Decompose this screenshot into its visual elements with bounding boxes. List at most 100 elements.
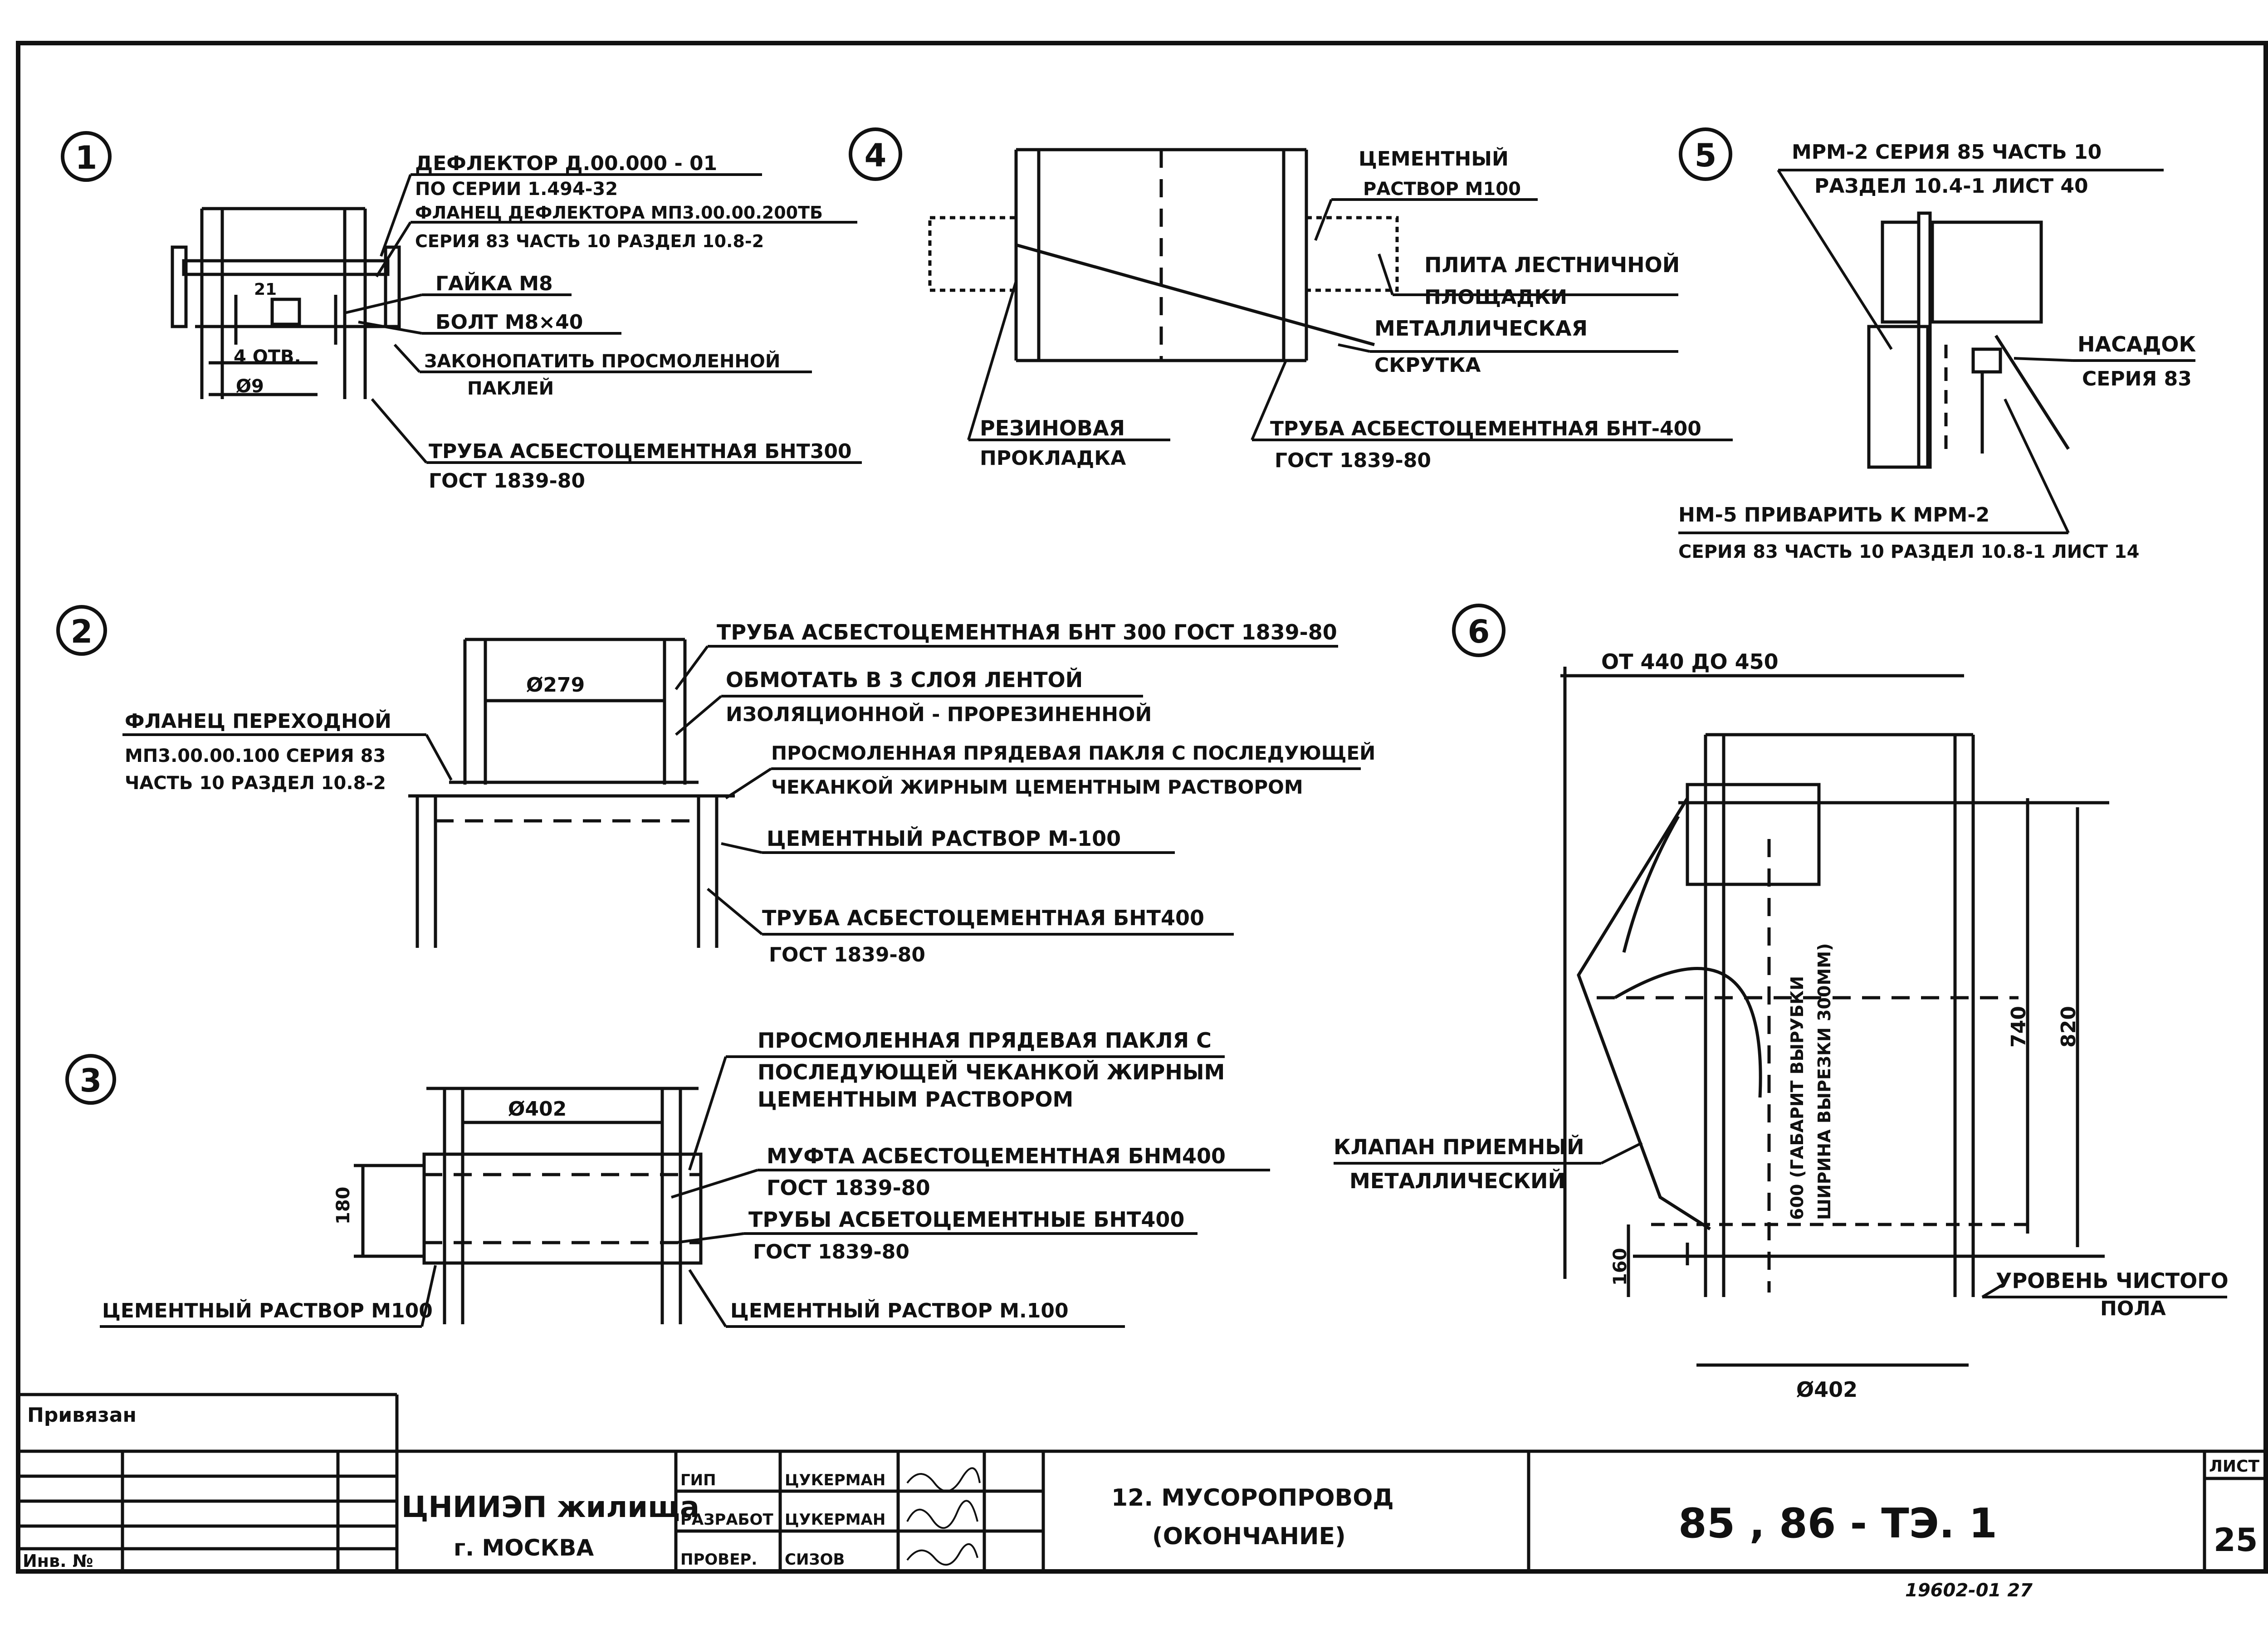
d6-dim-160: 160 <box>1610 1248 1631 1286</box>
nozzle-attachment-drawing <box>1867 211 2070 469</box>
d5-label-weld: НМ-5 ПРИВАРИТЬ К МРМ-2 <box>1678 503 1989 527</box>
d5-label-section: РАЗДЕЛ 10.4-1 ЛИСТ 40 <box>1814 175 2088 198</box>
d1-dim-hole-diameter: Ø9 <box>236 376 264 397</box>
detail-1: 1 ДЕФЛЕКТОР Д.00.000 - <box>61 131 862 493</box>
d4-label-slab: ПЛИТА ЛЕСТНИЧНОЙ <box>1424 253 1680 277</box>
d6-label-cut-width: ШИРИНА ВЫРЕЗКИ 300ММ) <box>1814 943 1834 1220</box>
d1-label-pipe: ТРУБА АСБЕСТОЦЕМЕНТНАЯ БНТ300 <box>429 440 852 463</box>
d5-label-nozzle: НАСАДОК <box>2077 332 2196 356</box>
detail-5: 5 МРМ-2 СЕРИЯ 85 ЧАСТЬ 10 РАЗДЕЛ 10.4-1 … <box>1678 127 2196 562</box>
d1-label-gost: ГОСТ 1839-80 <box>429 469 585 493</box>
d6-label-floor: УРОВЕНЬ ЧИСТОГО <box>1996 1268 2229 1293</box>
tb-name-developer: ЦУКЕРМАН <box>785 1511 885 1529</box>
d4-label-twist: СКРУТКА <box>1374 354 1481 377</box>
detail-4-number-circle <box>849 127 902 181</box>
d2-label-pipe400: ТРУБА АСБЕСТОЦЕМЕНТНАЯ БНТ400 <box>762 906 1204 930</box>
d1-label-series: ПО СЕРИИ 1.494-32 <box>415 179 618 200</box>
detail-3: 3 ПРОСМОЛЕННАЯ ПРЯДЕВАЯ ПАКЛЯ С ПОСЛЕДУЮ… <box>65 1028 1270 1328</box>
d4-label-metal: МЕТАЛЛИЧЕСКАЯ <box>1374 316 1588 341</box>
detail-2-number: 2 <box>71 613 93 650</box>
d2-label-insulation: ИЗОЛЯЦИОННОЙ - ПРОРЕЗИНЕННОЙ <box>726 702 1152 726</box>
d1-dim-holes: 4 ОТВ. <box>234 346 301 367</box>
tb-role-checker: ПРОВЕР. <box>680 1551 757 1569</box>
coupling-joint-drawing <box>354 1087 703 1324</box>
d2-label-mortar: ЦЕМЕНТНЫЙ РАСТВОР М-100 <box>767 826 1121 851</box>
d6-dim-820: 820 <box>2057 1006 2080 1048</box>
d3-label-mortar-1: ЦЕМЕНТНЫМ РАСТВОРОМ <box>758 1087 1073 1112</box>
d3-label-coupling-gost: ГОСТ 1839-80 <box>767 1176 930 1200</box>
transition-flange-drawing <box>408 638 735 948</box>
d3-label-pipes-gost: ГОСТ 1839-80 <box>753 1240 909 1263</box>
detail-1-leaders <box>344 173 862 464</box>
d2-label-wrap: ОБМОТАТЬ В 3 СЛОЯ ЛЕНТОЙ <box>726 668 1083 692</box>
d5-label-mrm: МРМ-2 СЕРИЯ 85 ЧАСТЬ 10 <box>1792 141 2102 164</box>
d1-label-flange: ФЛАНЕЦ ДЕФЛЕКТОРА МП3.00.00.200ТБ <box>415 203 823 223</box>
d6-label-valve-metal: МЕТАЛЛИЧЕСКИЙ <box>1349 1169 1565 1193</box>
d3-label-coupling: МУФТА АСБЕСТОЦЕМЕНТНАЯ БНМ400 <box>767 1144 1226 1168</box>
detail-6-leaders <box>1334 1141 2227 1298</box>
d3-label-mortar-right: ЦЕМЕНТНЫЙ РАСТВОР М.100 <box>730 1298 1069 1322</box>
tb-role-developer: РАЗРАБОТ <box>680 1511 773 1529</box>
detail-6-number: 6 <box>1468 613 1490 650</box>
detail-2-number-circle <box>56 605 107 656</box>
detail-4: 4 ЦЕМЕНТНЫЙ РАСТВОР М100 ПЛИТА ЛЕСТНИЧНО… <box>849 127 1733 472</box>
detail-2: 2 ТРУБА АСБЕСТОЦЕМЕНТНАЯ БНТ 300 ГОСТ 18… <box>56 605 1375 966</box>
detail-1-number-circle <box>61 131 112 182</box>
d2-label-gost: ГОСТ 1839-80 <box>769 943 925 966</box>
d2-label-pipe300: ТРУБА АСБЕСТОЦЕМЕНТНАЯ БНТ 300 ГОСТ 1839… <box>717 620 1337 644</box>
d5-label-weld-series: СЕРИЯ 83 ЧАСТЬ 10 РАЗДЕЛ 10.8-1 ЛИСТ 14 <box>1678 541 2139 562</box>
sheet-frame <box>16 41 2268 1574</box>
pipe-through-slab-drawing <box>928 148 1399 362</box>
tb-signature-2 <box>906 1500 978 1529</box>
detail-3-leaders <box>100 1055 1270 1328</box>
d1-dim-21: 21 <box>254 280 277 299</box>
d2-label-oakum: ПРОСМОЛЕННАЯ ПРЯДЕВАЯ ПАКЛЯ С ПОСЛЕДУЮЩЕ… <box>771 741 1375 764</box>
tb-signature-1 <box>906 1467 981 1492</box>
d6-dim-740: 740 <box>2007 1006 2030 1048</box>
d1-label-bolt: БОЛТ М8×40 <box>435 311 583 334</box>
tb-name-gip: ЦУКЕРМАН <box>785 1471 885 1489</box>
tb-archive-number: 19602-01 27 <box>1905 1580 2033 1601</box>
d6-label-valve: КЛАПАН ПРИЕМНЫЙ <box>1334 1135 1584 1159</box>
tb-inv-no: Инв. № <box>23 1551 93 1571</box>
tb-name-checker: СИЗОВ <box>785 1551 845 1569</box>
title-block: Привязан Инв. № ЦНИИЭП жилища г. МОСКВА … <box>18 1393 2266 1601</box>
d3-label-caulking: ПОСЛЕДУЮЩЕЙ ЧЕКАНКОЙ ЖИРНЫМ <box>758 1060 1225 1084</box>
d2-dim-diameter: Ø279 <box>526 673 585 697</box>
detail-6: 6 ОТ 440 ДО 450 КЛАПАН <box>1334 604 2229 1402</box>
detail-3-number: 3 <box>80 1062 102 1099</box>
tb-org-city: г. МОСКВА <box>454 1535 594 1561</box>
d3-label-pipes: ТРУБЫ АСБЕТОЦЕМЕНТНЫЕ БНТ400 <box>748 1207 1184 1232</box>
tb-sheet-number: 25 <box>2214 1522 2258 1559</box>
d4-label-rubber: РЕЗИНОВАЯ <box>980 416 1125 440</box>
tb-org-name: ЦНИИЭП жилища <box>401 1491 699 1524</box>
d6-dim-width: ОТ 440 ДО 450 <box>1601 649 1779 674</box>
d2-label-flange-code: МП3.00.00.100 СЕРИЯ 83 <box>125 746 386 766</box>
d4-label-pipe: ТРУБА АСБЕСТОЦЕМЕНТНАЯ БНТ-400 <box>1270 417 1701 440</box>
d2-label-caulking: ЧЕКАНКОЙ ЖИРНЫМ ЦЕМЕНТНЫМ РАСТВОРОМ <box>771 776 1303 798</box>
d4-label-gasket: ПРОКЛАДКА <box>980 447 1126 470</box>
d4-label-mortar: РАСТВОР М100 <box>1363 179 1521 200</box>
detail-5-number: 5 <box>1695 137 1717 174</box>
detail-6-number-circle <box>1452 604 1505 657</box>
d4-label-cement: ЦЕМЕНТНЫЙ <box>1359 146 1509 171</box>
detail-3-number-circle <box>65 1054 116 1105</box>
detail-4-number: 4 <box>865 137 887 174</box>
detail-5-leaders <box>1678 169 2195 534</box>
d1-label-nut: ГАЙКА М8 <box>435 271 553 295</box>
deflector-assembly-drawing <box>171 207 401 399</box>
tb-doc-code: 85 , 86 - ТЭ. 1 <box>1678 1500 1997 1547</box>
detail-1-number: 1 <box>75 139 98 176</box>
d5-label-nozzle-series: СЕРИЯ 83 <box>2082 367 2192 390</box>
d3-dim-180: 180 <box>333 1187 354 1225</box>
d2-label-flange-section: ЧАСТЬ 10 РАЗДЕЛ 10.8-2 <box>125 773 386 794</box>
detail-4-leaders <box>967 198 1733 441</box>
detail-2-leaders <box>122 645 1361 936</box>
d4-label-gost: ГОСТ 1839-80 <box>1275 449 1431 472</box>
d1-label-caulk: ЗАКОНОПАТИТЬ ПРОСМОЛЕННОЙ <box>424 350 780 372</box>
d4-label-landing: ПЛОЩАДКИ <box>1424 286 1567 309</box>
d6-dim-diameter: Ø402 <box>1796 1377 1857 1402</box>
d3-dim-diameter: Ø402 <box>508 1097 567 1121</box>
tb-bound: Привязан <box>27 1404 137 1427</box>
d6-label-floor-2: ПОЛА <box>2100 1297 2166 1320</box>
